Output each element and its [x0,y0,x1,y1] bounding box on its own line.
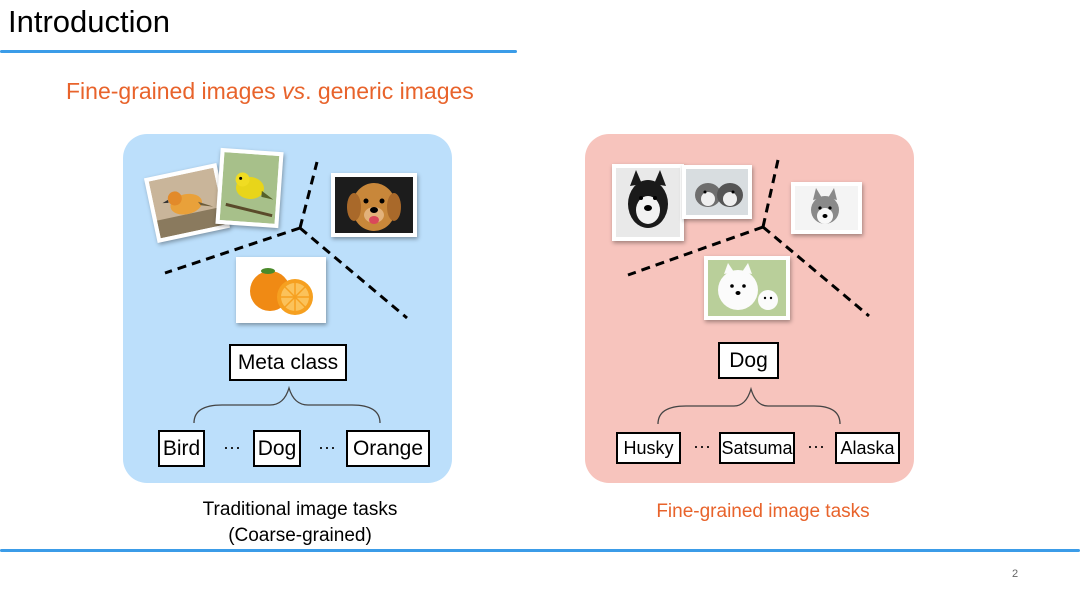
meta-class-box: Dog [718,342,779,379]
subtitle-part-1: Fine-grained images [66,78,283,104]
bottom-divider [0,549,1080,552]
meta-class-box: Meta class [229,344,347,381]
page-number: 2 [1012,568,1019,580]
slide-subtitle: Fine-grained images vs. generic images [66,78,474,105]
dog-image [795,186,858,230]
orange-photo [236,257,326,323]
class-box-alaska: Alaska [835,432,900,464]
class-box-dog: Dog [253,430,301,467]
dog-image [616,168,680,237]
class-box-husky: Husky [616,432,681,464]
husky-photo-1 [612,164,684,241]
dashed-divider [627,225,764,277]
top-divider [0,50,517,53]
class-box-satsuma: Satsuma [719,432,795,464]
ellipsis-1: ··· [223,437,241,457]
ellipsis-2: ··· [807,436,825,456]
dog-image [708,260,786,316]
orange-image [240,261,322,319]
dashed-divider [762,225,870,318]
dashed-divider [164,226,301,275]
left-caption: Traditional image tasks (Coarse-grained) [180,497,420,549]
dashed-divider [299,226,408,320]
husky-photo-3 [791,182,862,234]
bird-image [219,152,280,224]
bird-image [148,167,226,239]
dog-image [335,177,413,233]
ellipsis-1: ··· [693,436,711,456]
bird-photo-2 [215,147,284,229]
dashed-divider [298,161,319,229]
bird-photo-1 [143,163,231,243]
right-caption: Fine-grained image tasks [656,501,870,522]
grouping-brace [657,386,841,425]
dog-photo-golden [331,173,417,237]
slide-title: Introduction [8,4,170,39]
samoyed-photo [704,256,790,320]
dashed-divider [761,159,780,228]
subtitle-emphasis: vs [282,78,306,104]
grouping-brace [193,385,381,424]
class-box-orange: Orange [346,430,430,467]
ellipsis-2: ··· [318,437,336,457]
husky-photo-2 [682,165,752,219]
left-caption-line-2: (Coarse-grained) [228,525,372,546]
dog-image [686,169,748,215]
left-caption-line-1: Traditional image tasks [202,499,398,520]
subtitle-part-2: . generic images [305,78,474,104]
class-box-bird: Bird [158,430,205,467]
